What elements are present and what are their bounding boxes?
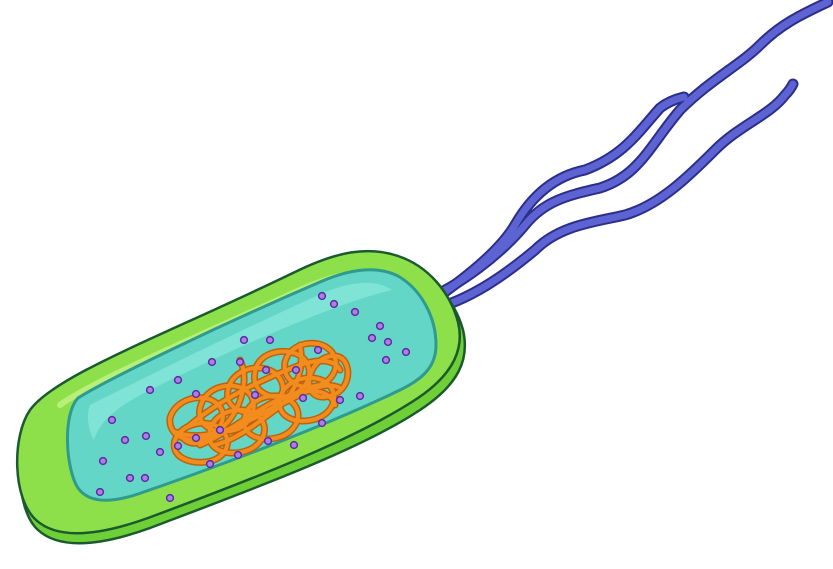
ribosome [291, 442, 298, 449]
ribosome [122, 437, 129, 444]
ribosome [175, 377, 182, 384]
ribosome [337, 397, 344, 404]
ribosome [267, 337, 274, 344]
ribosome [293, 367, 300, 374]
ribosome [142, 475, 149, 482]
ribosome [235, 452, 242, 459]
ribosome [175, 443, 182, 450]
ribosome [403, 349, 410, 356]
ribosome [217, 427, 224, 434]
ribosome [127, 475, 134, 482]
ribosome [193, 391, 200, 398]
ribosome [109, 417, 116, 424]
ribosome [319, 293, 326, 300]
ribosome [265, 438, 272, 445]
ribosome [193, 435, 200, 442]
ribosome [237, 359, 244, 366]
ribosome [263, 367, 270, 374]
ribosome [385, 339, 392, 346]
ribosome [147, 387, 154, 394]
ribosome [319, 420, 326, 427]
flagella [420, 2, 828, 310]
ribosome [167, 495, 174, 502]
ribosome [241, 337, 248, 344]
ribosome [100, 458, 107, 465]
ribosome [157, 449, 164, 456]
ribosome [143, 433, 150, 440]
ribosome [352, 309, 359, 316]
flagellum-3-outline [430, 84, 793, 310]
ribosome [331, 301, 338, 308]
ribosome [209, 359, 216, 366]
ribosome [377, 323, 384, 330]
ribosome [315, 347, 322, 354]
ribosome [383, 357, 390, 364]
ribosome [207, 461, 214, 468]
ribosome [300, 395, 307, 402]
ribosome [357, 393, 364, 400]
flagellum-3 [430, 84, 793, 310]
ribosome [252, 392, 259, 399]
ribosome [369, 335, 376, 342]
ribosome [97, 489, 104, 496]
